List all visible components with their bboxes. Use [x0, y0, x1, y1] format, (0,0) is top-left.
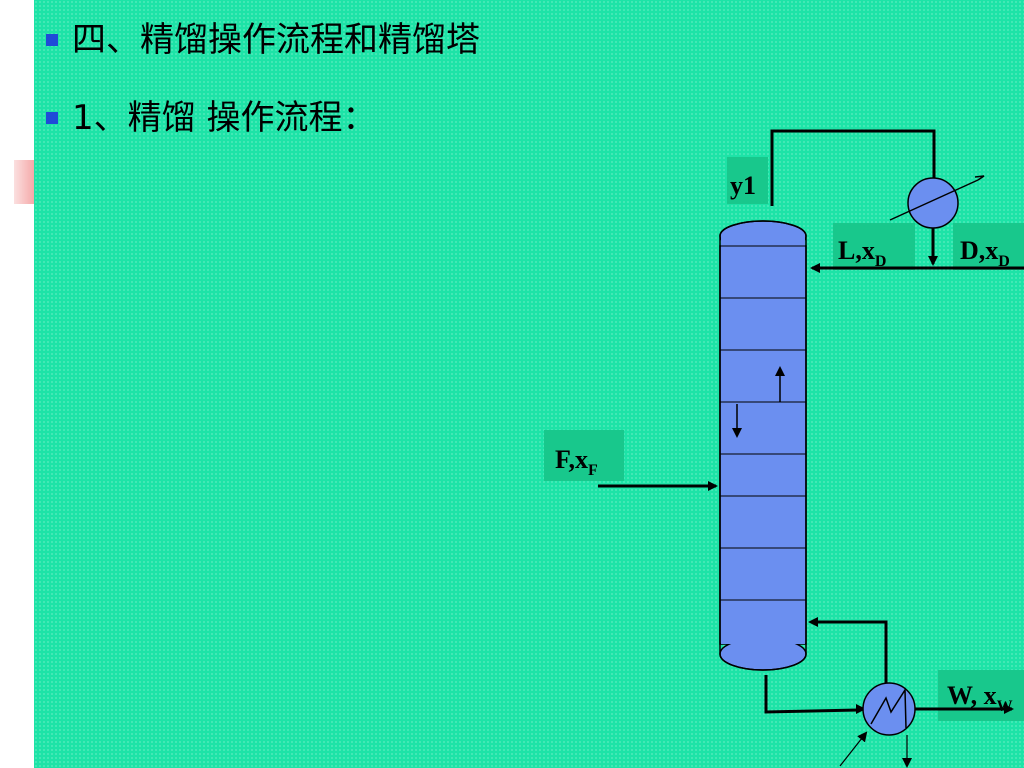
- label-feed: F,xF: [555, 445, 598, 479]
- subheading-text: 1、精馏 操作流程：: [72, 98, 377, 138]
- condenser-icon: [889, 175, 985, 229]
- bullet-square-icon: [46, 112, 58, 124]
- column-trays: [720, 245, 806, 601]
- bottoms-arrowhead: [856, 704, 866, 714]
- label-box-y1: [727, 157, 768, 204]
- pink-accent-bar: [14, 160, 34, 204]
- label-distillate: D,xD: [960, 236, 1010, 270]
- label-box-distillate: [953, 223, 1024, 270]
- slide-background: [34, 0, 1024, 768]
- distillation-column: [719, 220, 807, 671]
- bullet-subheading: 1、精馏 操作流程：: [46, 98, 376, 138]
- steam-in-arrow: [839, 731, 868, 767]
- left-margin-strip: [0, 0, 34, 768]
- bottoms-line: [764, 675, 859, 714]
- label-box-feed: [544, 430, 624, 481]
- bullet-square-icon: [46, 34, 58, 46]
- overhead-vapor-line: [770, 129, 936, 206]
- label-bottoms: W, xW: [947, 681, 1013, 715]
- bullet-heading: 四、精馏操作流程和精馏塔: [46, 20, 480, 60]
- label-y1: y1: [730, 171, 756, 200]
- reboiler-return-line: [814, 620, 888, 690]
- label-reflux: L,xD: [838, 236, 886, 270]
- reboiler-icon: [862, 682, 916, 736]
- reboiler-return-arrowhead: [808, 617, 818, 627]
- heading-text: 四、精馏操作流程和精馏塔: [72, 20, 480, 60]
- label-box-reflux: [833, 223, 915, 270]
